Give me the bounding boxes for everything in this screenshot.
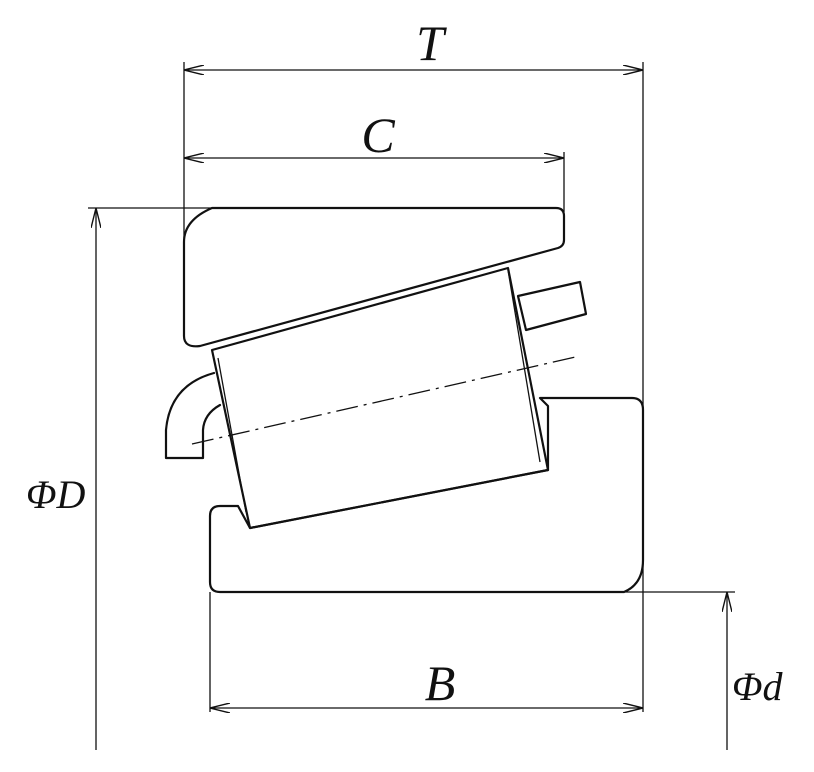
cage-large-end (516, 280, 588, 332)
label-T: T (416, 15, 447, 71)
tapered-roller (210, 266, 550, 530)
roller-axis-centerline (191, 355, 581, 445)
cage-small-end (164, 371, 222, 460)
label-B: B (425, 655, 456, 711)
label-phi-d: Φd (732, 664, 783, 709)
roller-large-end-line (507, 269, 541, 463)
outer-ring-cup (182, 206, 566, 348)
inner-ring-cone (208, 396, 645, 594)
label-C: C (361, 107, 395, 163)
label-phi-D: ΦD (26, 472, 85, 517)
